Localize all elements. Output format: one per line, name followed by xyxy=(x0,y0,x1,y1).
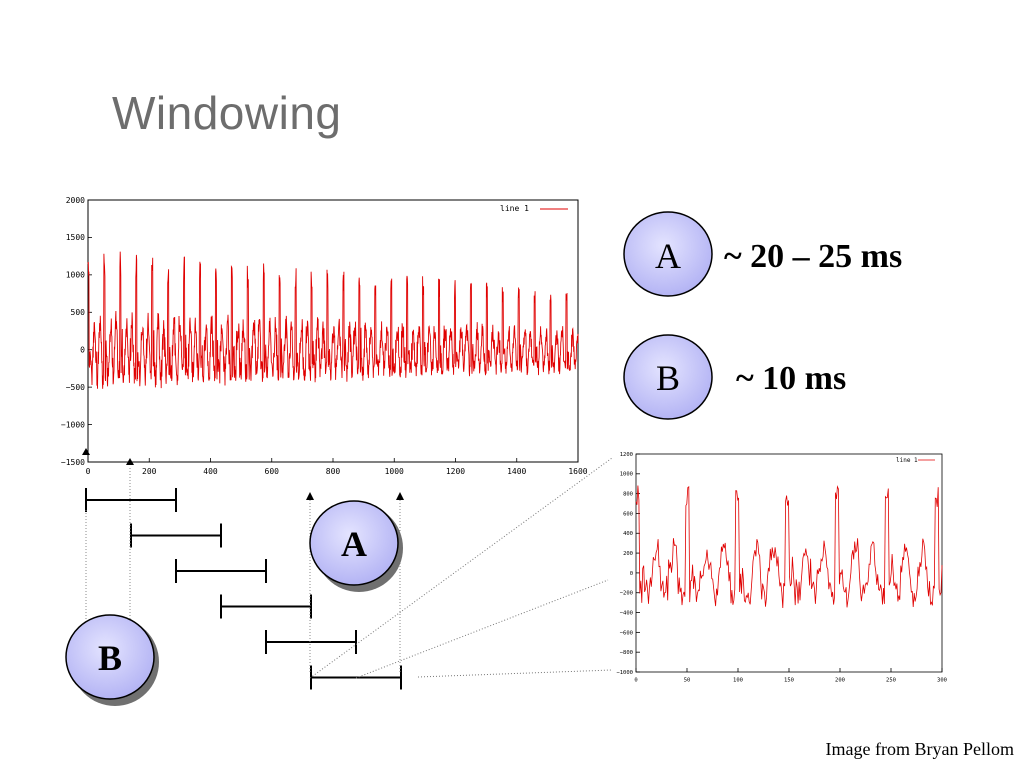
inset-y-tick-label: −1000 xyxy=(616,670,633,676)
analysis-window xyxy=(85,488,177,512)
legend-b-duration: ~ 10 ms xyxy=(736,360,846,397)
main-waveform-line xyxy=(87,251,579,389)
window-arrow-left xyxy=(306,492,314,500)
inset-y-tick-label: 1200 xyxy=(620,452,633,458)
inset-waveform-chart: 120010008006004002000−200−400−600−800−10… xyxy=(612,450,956,690)
window-bars xyxy=(85,488,402,690)
main-y-tick-label: 2000 xyxy=(66,196,85,205)
zoom-line-middle xyxy=(355,579,609,679)
axis-arrow-b xyxy=(126,458,134,465)
inset-y-tick-label: 0 xyxy=(630,571,633,577)
inset-y-tick-label: −200 xyxy=(620,591,633,597)
main-x-tick-label: 0 xyxy=(86,467,91,476)
main-x-tick-label: 800 xyxy=(326,467,341,476)
inset-y-tick-label: 1000 xyxy=(620,472,633,478)
legend-b-circle xyxy=(623,334,713,420)
legend-a-circle xyxy=(623,211,713,297)
legend-b: B ~ 10 ms xyxy=(623,334,846,420)
main-y-tick-label: −1500 xyxy=(61,458,85,467)
inset-x-tick-label: 250 xyxy=(886,678,896,684)
inset-y-tick-label: −800 xyxy=(620,650,633,656)
main-x-tick-label: 600 xyxy=(265,467,280,476)
marker-a-circle xyxy=(309,500,399,586)
main-x-tick-label: 1600 xyxy=(568,467,587,476)
legend-a-duration: ~ 20 – 25 ms xyxy=(724,238,902,275)
inset-x-tick-label: 100 xyxy=(733,678,743,684)
marker-a-label: A xyxy=(341,524,367,564)
axis-arrow-start xyxy=(82,448,90,455)
inset-x-tick-label: 0 xyxy=(634,678,637,684)
slide-title: Windowing xyxy=(112,87,342,139)
image-credit: Image from Bryan Pellom xyxy=(825,739,1014,759)
main-y-tick-label: 0 xyxy=(80,346,85,355)
analysis-window xyxy=(175,559,267,583)
main-y-ticks: 2000 1500 1000 500 0 −500 −1000 −1500 xyxy=(61,196,92,467)
main-y-tick-label: 1500 xyxy=(66,233,85,242)
inset-waveform-line xyxy=(635,485,943,609)
main-y-tick-label: 500 xyxy=(71,308,86,317)
analysis-window xyxy=(130,523,222,548)
legend-b-letter: B xyxy=(656,358,680,398)
main-y-tick-label: 1000 xyxy=(66,271,85,280)
main-x-tick-label: 1000 xyxy=(385,467,404,476)
marker-b-circle xyxy=(65,614,155,700)
windows-diagram: A B xyxy=(65,457,613,706)
inset-x-tick-label: 300 xyxy=(937,678,947,684)
main-waveform-chart: 2000 1500 1000 500 0 −500 −1000 −1500 0 200 400 60… xyxy=(61,196,588,476)
inset-x-tick-label: 150 xyxy=(784,678,794,684)
analysis-window xyxy=(220,594,312,619)
diagram-marker-b: B xyxy=(65,614,159,706)
diagram-marker-a: A xyxy=(309,500,403,592)
analysis-window xyxy=(265,630,357,654)
legend-a-letter: A xyxy=(655,236,681,276)
main-x-ticks: 0 200 400 600 800 1000 1200 1400 1600 xyxy=(86,458,588,476)
zoom-line-top xyxy=(309,457,613,679)
marker-b-label: B xyxy=(98,638,122,678)
legend-a: A ~ 20 – 25 ms xyxy=(623,211,902,297)
inset-y-tick-label: 200 xyxy=(623,551,633,557)
inset-x-tick-label: 200 xyxy=(835,678,845,684)
window-arrow-right xyxy=(396,492,404,500)
inset-x-tick-label: 50 xyxy=(684,678,691,684)
inset-x-ticks: 0 50 100 150 200 250 300 xyxy=(634,668,947,684)
inset-y-tick-label: 800 xyxy=(623,492,633,498)
main-y-tick-label: −1000 xyxy=(61,420,85,429)
main-x-tick-label: 200 xyxy=(142,467,157,476)
inset-y-tick-label: 600 xyxy=(623,511,633,517)
inset-legend-label: line 1 xyxy=(896,457,918,464)
inset-y-tick-label: −400 xyxy=(620,610,633,616)
main-x-tick-label: 1200 xyxy=(446,467,465,476)
main-y-tick-label: −500 xyxy=(66,383,85,392)
main-x-tick-label: 1400 xyxy=(507,467,526,476)
main-x-tick-label: 400 xyxy=(203,467,218,476)
main-legend-label: line 1 xyxy=(500,204,529,213)
inset-y-tick-label: −600 xyxy=(620,630,633,636)
inset-y-tick-label: 400 xyxy=(623,531,633,537)
main-plot-frame xyxy=(87,199,579,463)
zoom-line-bottom xyxy=(417,669,613,678)
